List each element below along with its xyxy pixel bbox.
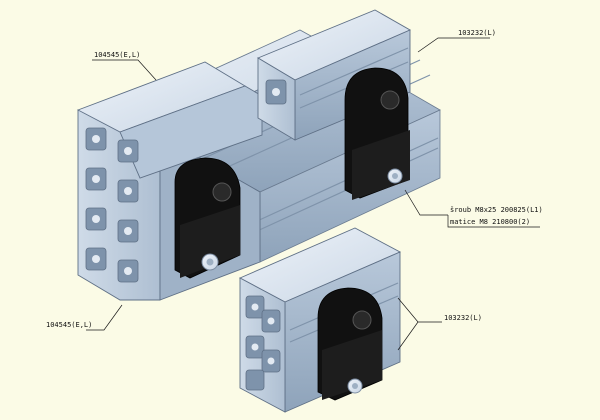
leader-top-right bbox=[417, 37, 490, 53]
label-top-left-profile: 104545(E,L) bbox=[94, 51, 140, 59]
label-fastener-nut: matice M8 210800(2) bbox=[450, 218, 530, 226]
bracket-lower bbox=[317, 287, 383, 401]
label-top-right-profile: 103232(L) bbox=[458, 29, 496, 37]
label-bottom-right-profile: 103232(L) bbox=[444, 314, 482, 322]
leader-bottom-left bbox=[86, 304, 123, 331]
bracket-upper-right bbox=[344, 67, 410, 200]
leader-lines bbox=[86, 37, 540, 351]
label-bottom-left-profile: 104545(E,L) bbox=[46, 321, 92, 329]
leader-bottom-right-b bbox=[397, 321, 419, 351]
leader-fastener-underline bbox=[447, 215, 540, 228]
label-fastener-bolt: šroub M8x25 200825(L1) bbox=[450, 206, 543, 214]
leader-top-left bbox=[92, 59, 157, 81]
bracket-left bbox=[174, 157, 241, 279]
leader-fastener bbox=[404, 189, 448, 216]
